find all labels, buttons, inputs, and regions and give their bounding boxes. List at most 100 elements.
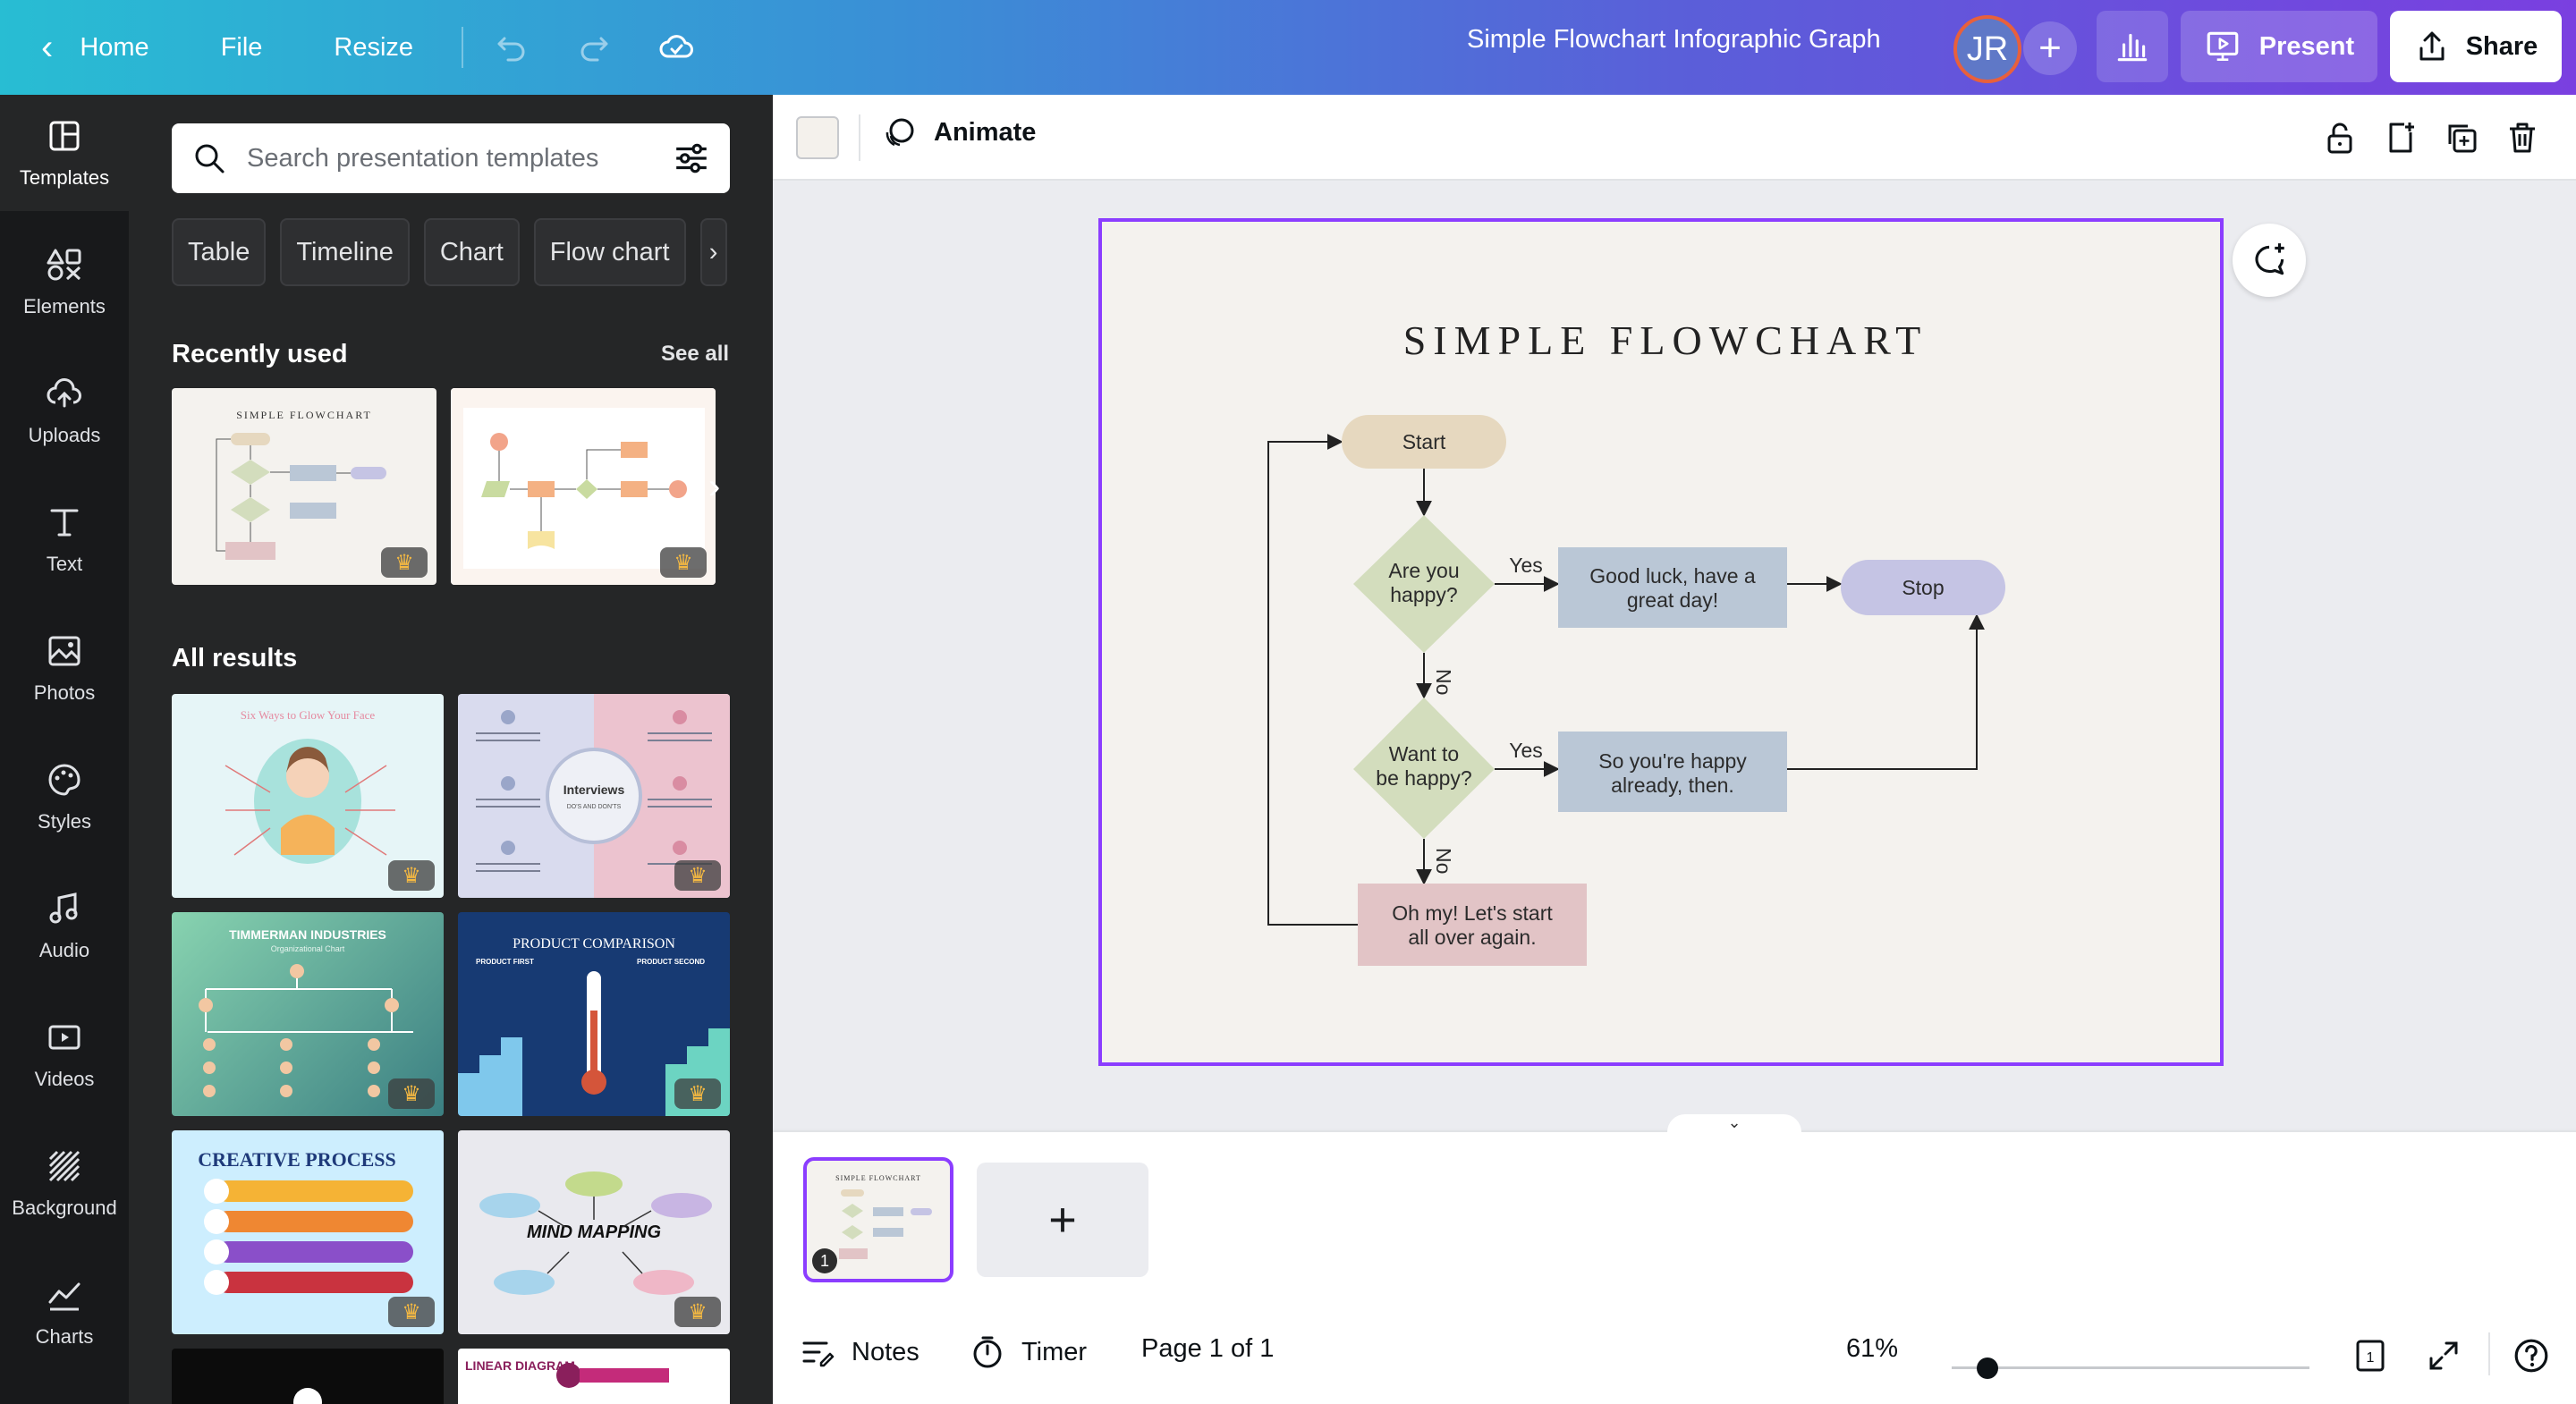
chevron-right-icon: ›	[708, 237, 718, 266]
rail-item-styles[interactable]: Styles	[0, 739, 129, 855]
rail-item-photos[interactable]: Photos	[0, 610, 129, 726]
present-button[interactable]: Present	[2181, 11, 2377, 82]
plus-icon: +	[1048, 1193, 1077, 1247]
collapse-pages-button[interactable]: ⌄	[1667, 1113, 1801, 1132]
template-thumb-interviews[interactable]: Interviews DO'S AND DON'TS ♛	[458, 694, 730, 898]
rail-item-elements[interactable]: Elements	[0, 224, 129, 340]
preview-subtitle: DO'S AND DON'TS	[567, 804, 622, 810]
chip-table[interactable]: Table	[172, 218, 267, 286]
answer-node-good-luck[interactable]	[1558, 547, 1787, 628]
resize-button[interactable]: Resize	[316, 15, 431, 80]
page-thumbnail-1[interactable]: SIMPLE FLOWCHART 1	[803, 1157, 953, 1282]
insights-button[interactable]	[2097, 11, 2168, 82]
save-status-button[interactable]	[644, 15, 708, 80]
template-thumb-org-chart[interactable]: TIMMERMAN INDUSTRIES Organizational Char…	[172, 912, 444, 1116]
restart-node[interactable]	[1358, 884, 1587, 966]
animate-icon	[886, 118, 914, 147]
stop-node[interactable]	[1841, 560, 2005, 615]
template-thumb-mind-mapping[interactable]: MIND MAPPING ♛	[458, 1130, 730, 1334]
zoom-slider-handle[interactable]	[1977, 1357, 1998, 1379]
premium-crown-icon: ♛	[388, 860, 435, 891]
chips-scroll-right-button[interactable]: ›	[699, 218, 727, 286]
upload-cloud-icon	[47, 378, 81, 408]
template-search-box[interactable]: Search presentation templates	[172, 123, 730, 193]
rail-item-audio[interactable]: Audio	[0, 867, 129, 984]
rail-label: Elements	[23, 295, 106, 317]
template-thumb-product-comparison[interactable]: PRODUCT COMPARISON PRODUCT FIRST PRODUCT…	[458, 912, 730, 1116]
slide-title: SIMPLE FLOWCHART	[1403, 317, 1928, 363]
notes-icon	[802, 1341, 835, 1367]
timer-icon	[973, 1336, 1002, 1368]
timer-button[interactable]: Timer	[970, 1334, 1087, 1370]
add-collaborator-button[interactable]: +	[2023, 21, 2077, 75]
template-thumb-creative-process[interactable]: CREATIVE PROCESS ♛	[172, 1130, 444, 1334]
chevron-down-icon: ⌄	[1727, 1113, 1741, 1131]
duplicate-page-button[interactable]	[2438, 114, 2485, 161]
see-all-link[interactable]: See all	[661, 342, 730, 366]
chip-chart[interactable]: Chart	[423, 218, 520, 286]
search-input[interactable]: Search presentation templates	[247, 143, 599, 173]
share-button[interactable]: Share	[2390, 11, 2562, 82]
preview-title: SIMPLE FLOWCHART	[236, 409, 372, 421]
rail-item-uploads[interactable]: Uploads	[0, 352, 129, 469]
page-preview-title: SIMPLE FLOWCHART	[835, 1174, 921, 1182]
start-node[interactable]	[1342, 415, 1506, 469]
template-thumb-simple-flowchart[interactable]: SIMPLE FLOWCHART ♛	[172, 388, 436, 585]
help-button[interactable]	[2512, 1336, 2551, 1375]
rail-label: Templates	[19, 166, 110, 189]
fullscreen-button[interactable]	[2424, 1336, 2463, 1375]
document-title[interactable]: Simple Flowchart Infographic Graph	[1467, 25, 1881, 54]
chip-flow-chart[interactable]: Flow chart	[533, 218, 686, 286]
template-thumb-dark-steps[interactable]	[172, 1349, 444, 1404]
background-color-swatch[interactable]	[796, 116, 839, 159]
notes-button[interactable]: Notes	[800, 1334, 919, 1370]
page-count-button[interactable]: 1	[2351, 1336, 2390, 1375]
rail-item-videos[interactable]: Videos	[0, 996, 129, 1112]
premium-crown-icon: ♛	[388, 1078, 435, 1109]
q1-line2: happy?	[1390, 583, 1457, 606]
rail-item-text[interactable]: Text	[0, 481, 129, 597]
expand-icon	[2429, 1341, 2458, 1370]
rail-item-charts[interactable]: Charts	[0, 1254, 129, 1370]
decision-node-are-you-happy[interactable]	[1353, 515, 1495, 653]
rail-label: Styles	[38, 810, 91, 833]
user-avatar[interactable]: JR	[1953, 15, 2021, 83]
org-chart-preview: TIMMERMAN INDUSTRIES Organizational Char…	[199, 927, 413, 1097]
zoom-percentage[interactable]: 61%	[1846, 1334, 1899, 1363]
comment-add-icon	[2255, 243, 2284, 275]
recently-used-heading: Recently used	[172, 340, 348, 368]
zoom-slider-track[interactable]	[1952, 1366, 2309, 1369]
filter-icon[interactable]	[673, 140, 710, 177]
home-button[interactable]: ‹ Home	[23, 15, 167, 80]
present-icon	[2207, 31, 2239, 62]
undo-button[interactable]	[479, 15, 544, 80]
q2-line1: Want to	[1389, 742, 1459, 765]
file-menu[interactable]: File	[203, 15, 281, 80]
rail-label: Audio	[38, 939, 90, 961]
template-thumb-glow-face[interactable]: Six Ways to Glow Your Face ♛	[172, 694, 444, 898]
slide-canvas[interactable]: SIMPLE FLOWCHART Yes Yes No No Start Are…	[1098, 218, 2224, 1066]
rail-item-templates[interactable]: Templates	[0, 95, 129, 211]
template-thumb-process-flowchart[interactable]: ♛	[451, 388, 716, 585]
decision-node-want-to-be-happy[interactable]	[1353, 698, 1495, 839]
lock-button[interactable]	[2317, 114, 2363, 161]
delete-page-button[interactable]	[2499, 114, 2546, 161]
templates-icon	[49, 121, 80, 151]
flowchart-preview: SIMPLE FLOWCHART	[216, 409, 386, 560]
template-thumb-linear-diagram[interactable]: LINEAR DIAGRAM	[458, 1349, 730, 1404]
chip-timeline[interactable]: Timeline	[280, 218, 410, 286]
yes-label: Yes	[1509, 554, 1543, 577]
a1-line2: great day!	[1627, 588, 1718, 612]
rail-item-background[interactable]: Background	[0, 1125, 129, 1241]
add-page-button[interactable]: +	[977, 1163, 1148, 1277]
all-results-heading: All results	[172, 644, 298, 672]
recent-scroll-right-button[interactable]: ›	[708, 467, 720, 507]
flowchart-diagram: SIMPLE FLOWCHART Yes Yes No No Start Are…	[1267, 317, 2005, 966]
glow-face-preview: Six Ways to Glow Your Face	[225, 708, 395, 864]
answer-node-so-youre-happy[interactable]	[1558, 732, 1787, 812]
add-page-toolbar-button[interactable]	[2377, 114, 2424, 161]
animate-button[interactable]: Animate	[882, 114, 1036, 150]
redo-button[interactable]	[562, 15, 626, 80]
page-preview: SIMPLE FLOWCHART	[835, 1174, 932, 1259]
add-comment-button[interactable]	[2233, 224, 2306, 297]
